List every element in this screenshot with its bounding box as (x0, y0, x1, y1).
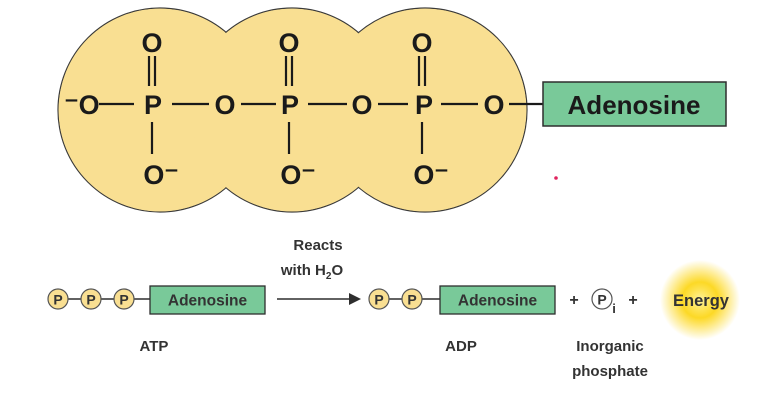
phosphate-icon (368, 288, 390, 310)
bonds (99, 56, 543, 154)
adp-caption: ADP (445, 338, 477, 355)
inorganic-caption-line1: Inorganic (576, 338, 644, 355)
atp-adenosine-label: Adenosine (168, 293, 248, 310)
phosphorus-3: P (415, 90, 433, 120)
stray-dot (554, 176, 558, 180)
adp-chain: P P Adenosine (368, 285, 556, 315)
inorganic-caption-line2: phosphate (572, 363, 648, 380)
adenosine-label: Adenosine (568, 90, 701, 120)
atp-caption: ATP (140, 338, 169, 355)
atp-structure: O O O ⁻O P O P O P O O⁻ O⁻ O⁻ Adenosine (57, 7, 727, 213)
bottom-oxygen-negative-1: O⁻ (143, 160, 178, 190)
adenosine-box (542, 81, 727, 127)
pi-subscript: i (612, 301, 616, 316)
atp-adenosine-box (149, 285, 266, 315)
bridge-oxygen-1: O (214, 90, 235, 120)
reaction: P P P Adenosine Reacts with H2O P P Aden… (47, 237, 740, 380)
plus-sign: + (569, 292, 578, 309)
phosphate-symbol: P (119, 292, 128, 308)
phosphate-icon (80, 288, 102, 310)
phosphate-icon (113, 288, 135, 310)
bottom-oxygen-negative-2: O⁻ (280, 160, 315, 190)
reacts-with-water-label: with H2O (280, 262, 344, 282)
bridge-oxygen-2: O (351, 90, 372, 120)
bridge-oxygen-3: O (483, 90, 504, 120)
phosphate-symbol: P (374, 292, 383, 308)
phosphorus-2: P (281, 90, 299, 120)
phosphate-icon (47, 288, 69, 310)
top-oxygen-3: O (411, 28, 432, 58)
reacts-label: Reacts (293, 237, 342, 254)
terminal-oxygen-negative: ⁻O (64, 90, 99, 120)
bottom-oxygen-negative-3: O⁻ (413, 160, 448, 190)
adp-adenosine-label: Adenosine (458, 293, 538, 310)
phosphate-symbol: P (86, 292, 95, 308)
energy-glow (660, 260, 740, 340)
plus-sign: + (628, 292, 637, 309)
atp-chain: P P P Adenosine (47, 285, 266, 315)
energy-label: Energy (673, 292, 730, 310)
phosphate-symbol: P (407, 292, 416, 308)
adp-adenosine-box (439, 285, 556, 315)
top-oxygen-2: O (278, 28, 299, 58)
reaction-arrow (277, 293, 361, 305)
top-oxygen-1: O (141, 28, 162, 58)
inorganic-phosphate-icon: P i (591, 288, 616, 316)
phosphorus-1: P (144, 90, 162, 120)
pi-symbol: P (597, 292, 606, 308)
phosphate-icon (401, 288, 423, 310)
phosphate-symbol: P (53, 292, 62, 308)
